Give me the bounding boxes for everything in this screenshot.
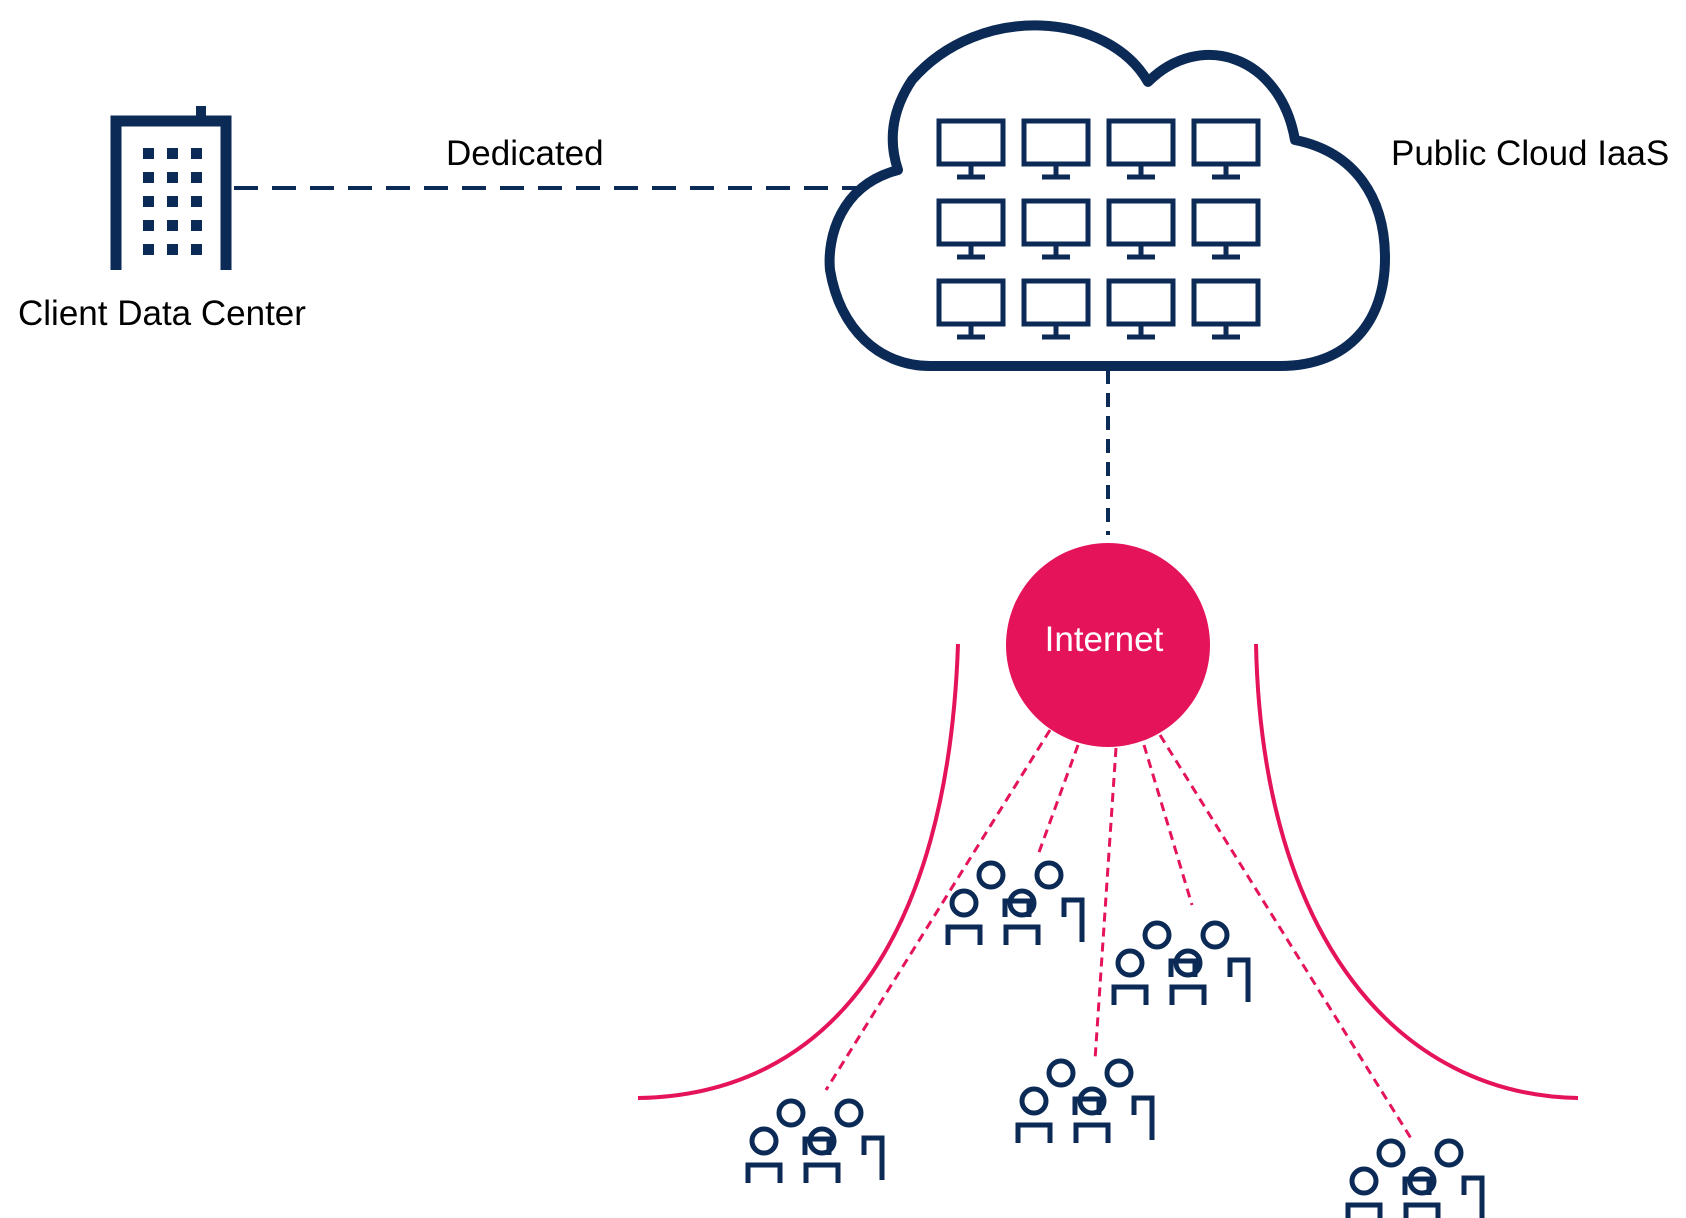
user-group-icon [748, 1101, 882, 1183]
building-window [191, 196, 202, 207]
internet-user-links [824, 729, 1414, 1141]
building-window [191, 148, 202, 159]
internet-link-line [824, 729, 1052, 1091]
building-window [167, 220, 178, 231]
user-group-icon [1114, 923, 1248, 1005]
left-bracket-curve [637, 643, 960, 1100]
building-window [167, 148, 178, 159]
internet-link-line [1158, 734, 1414, 1141]
internet-label: Internet [1044, 620, 1164, 659]
building-window [143, 148, 154, 159]
building-window [167, 244, 178, 255]
building-window [191, 244, 202, 255]
user-group-icon [1348, 1141, 1482, 1218]
dedicated-label: Dedicated [446, 134, 604, 173]
building-window [167, 172, 178, 183]
client-data-center-label: Client Data Center [18, 294, 306, 333]
building-window [191, 220, 202, 231]
internet-link-line [1036, 744, 1080, 856]
building-window [167, 196, 178, 207]
internet-node [1006, 543, 1210, 747]
public-cloud-label: Public Cloud IaaS [1391, 134, 1670, 173]
building-window [143, 196, 154, 207]
internet-link-line [1142, 744, 1194, 906]
building-window [143, 244, 154, 255]
building-icon [110, 106, 232, 270]
building-window [143, 172, 154, 183]
user-group-icon [948, 863, 1082, 945]
user-group-icon [1018, 1061, 1152, 1143]
right-bracket-curve [1254, 643, 1579, 1100]
building-window [143, 220, 154, 231]
internet-link-line [1093, 747, 1118, 1061]
building-window [191, 172, 202, 183]
